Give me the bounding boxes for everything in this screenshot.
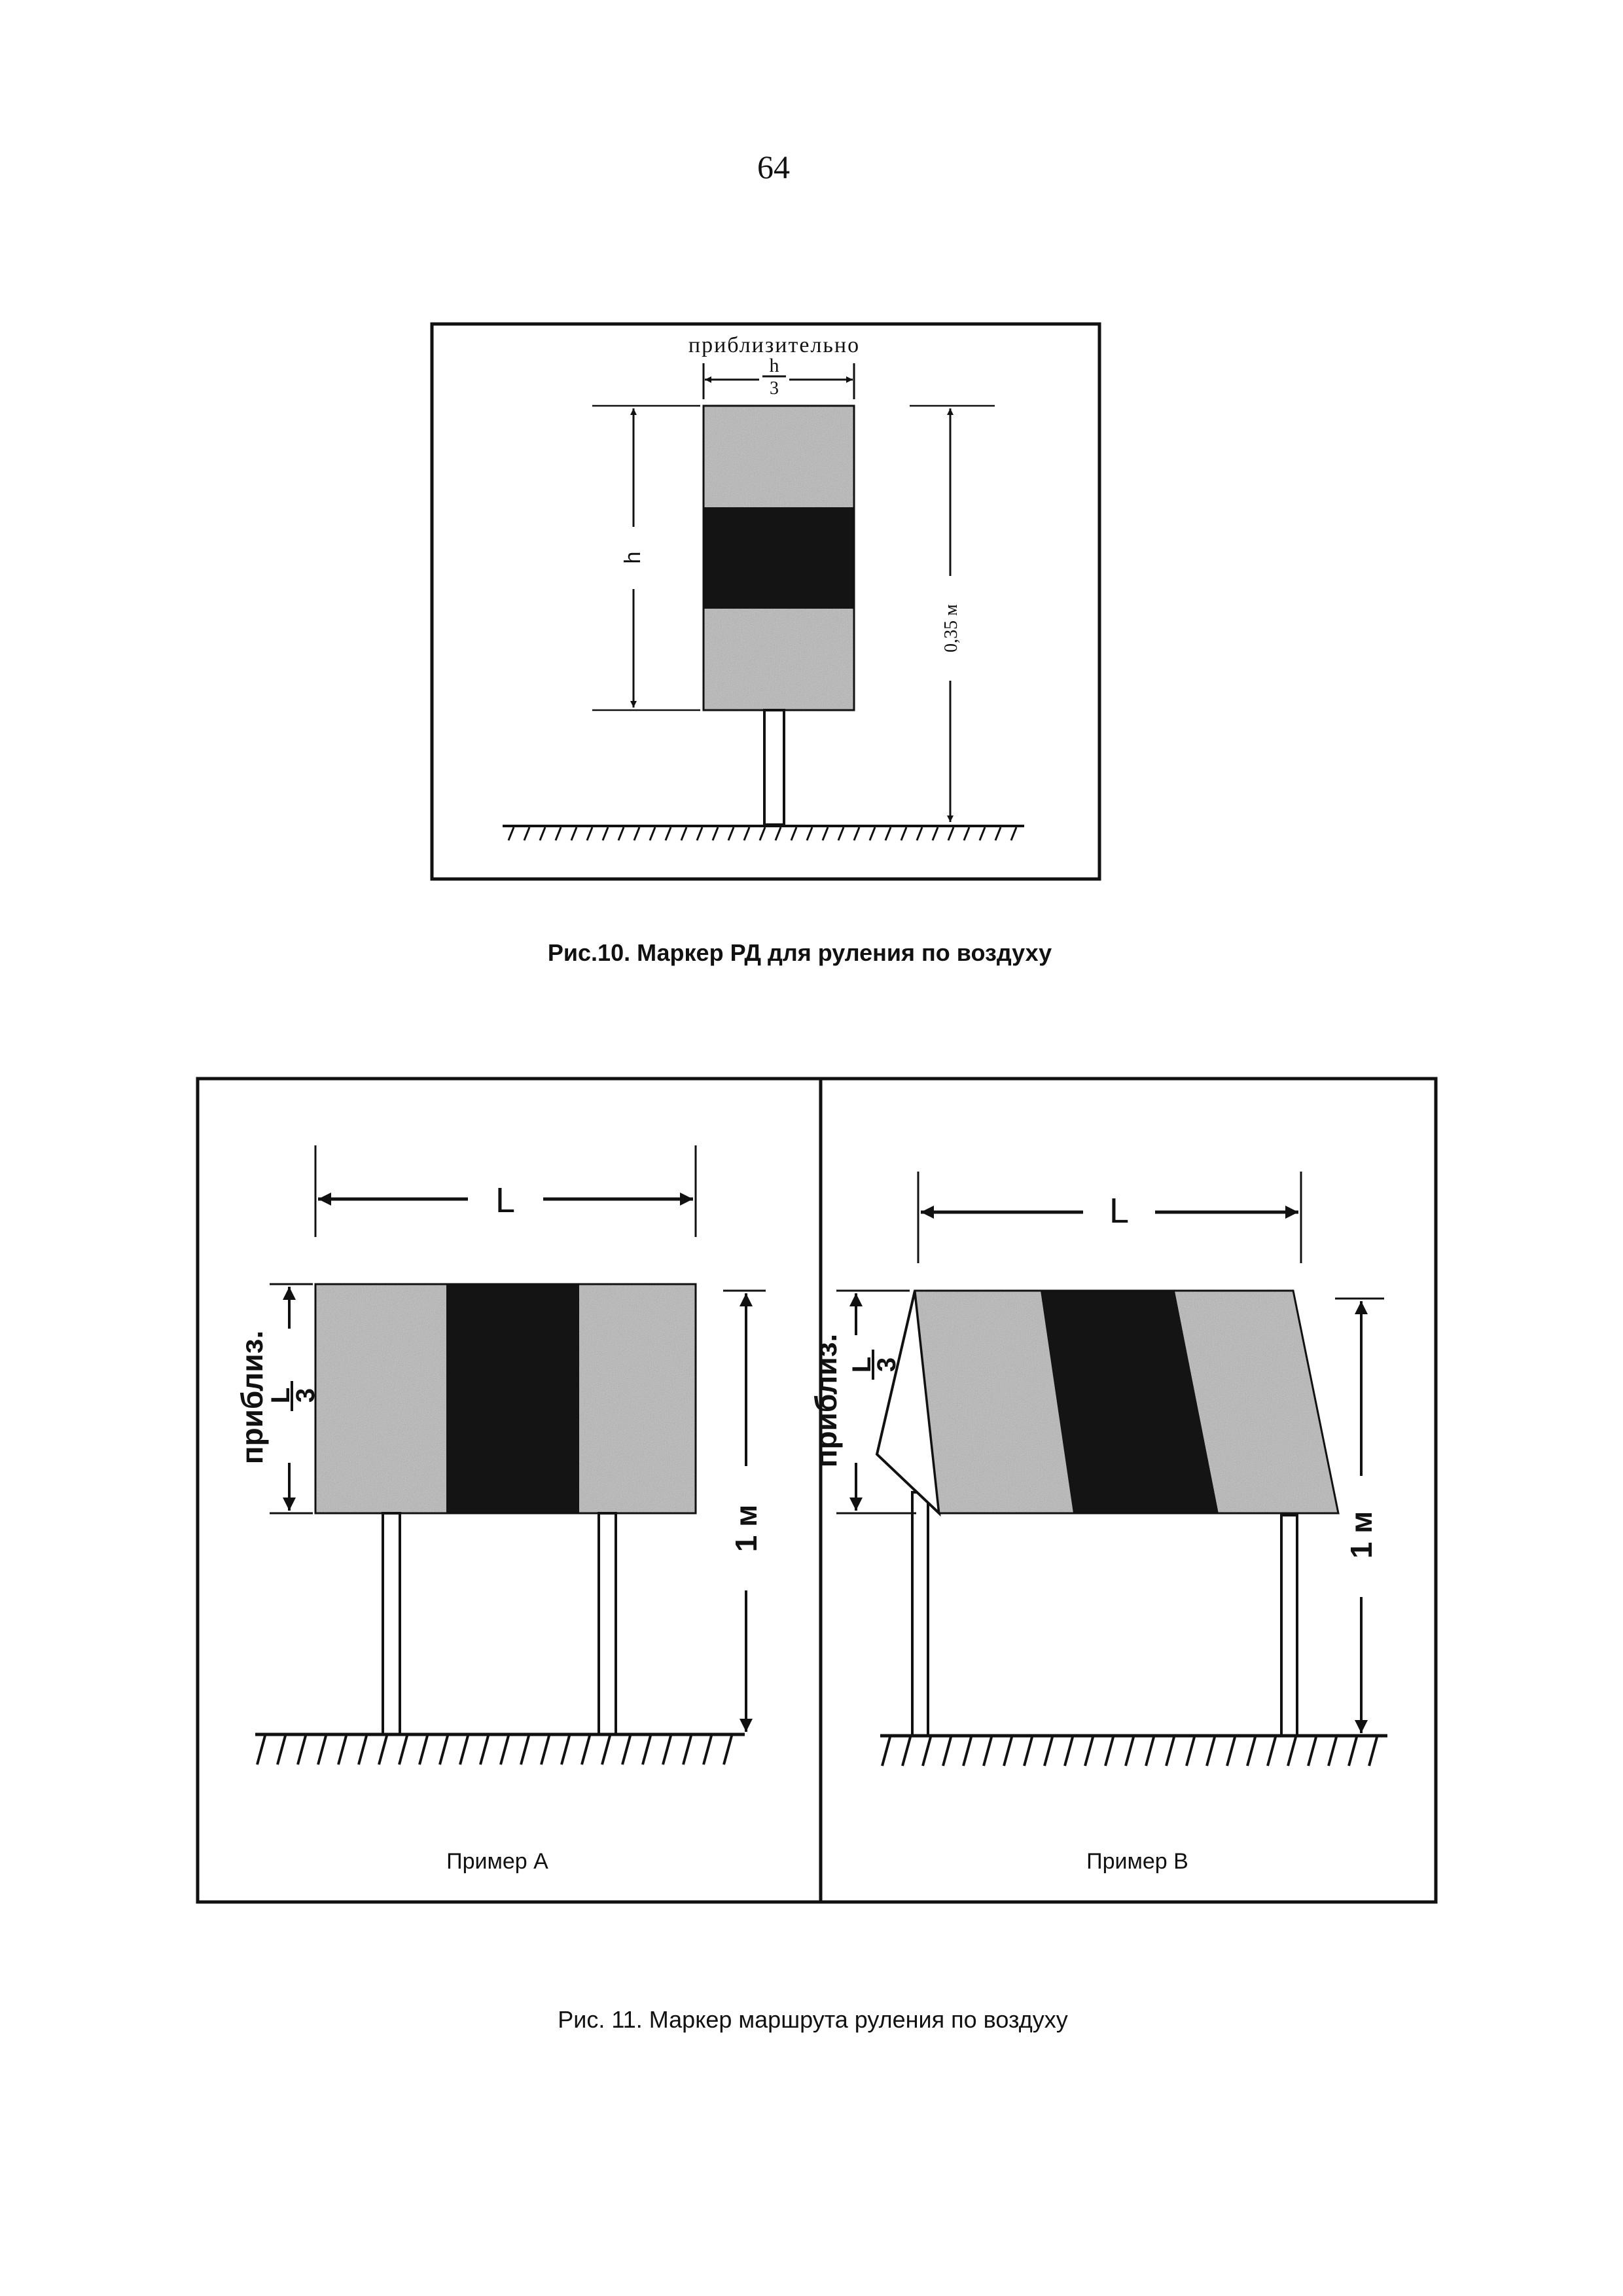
exb-fraction-numerator: L — [847, 1357, 876, 1372]
exa-fraction-denominator: 3 — [291, 1388, 320, 1403]
figure-10: приблизительно h 3 h 0,35 м — [430, 322, 1101, 881]
fig10-post — [763, 709, 785, 826]
exb-right-band — [1175, 1291, 1338, 1513]
fig10-marker-board — [702, 404, 855, 711]
fig10-fraction-numerator: h — [770, 355, 779, 376]
exa-ground-hatch — [256, 1735, 733, 1765]
fig10-total-height-label: 0,35 м — [941, 604, 961, 653]
exb-post-right — [1280, 1514, 1298, 1737]
figure-11-frame — [196, 1077, 1438, 1904]
fig10-fraction-denominator: 3 — [770, 378, 779, 399]
figure-11: L приблиз. L 3 1 м — [196, 1077, 1438, 1904]
figure-10-frame — [430, 322, 1101, 881]
example-a: L приблиз. L 3 1 м — [235, 1145, 766, 1874]
exa-height-label: 1 м — [729, 1505, 763, 1552]
figure-10-caption: Рис.10. Маркер РД для руления по воздуху — [548, 939, 1052, 966]
exa-right-band — [579, 1284, 696, 1513]
exa-board-outline — [314, 1283, 697, 1515]
exb-board-outline — [914, 1289, 1340, 1515]
figure-11-caption: Рис. 11. Маркер маршрута руления по возд… — [558, 2006, 1067, 2033]
exa-approx-label: приблиз. — [235, 1331, 269, 1465]
fig10-top-band — [704, 406, 854, 507]
exb-length-label: L — [1109, 1191, 1129, 1230]
exa-post-right — [597, 1512, 617, 1736]
page-number: 64 — [757, 149, 790, 185]
exa-middle-band — [446, 1284, 579, 1513]
exa-label: Пример А — [446, 1849, 548, 1874]
fig10-approx-label: приблизительно — [688, 333, 860, 357]
exb-left-band — [915, 1291, 1073, 1513]
exa-fraction-numerator: L — [266, 1388, 295, 1403]
exa-length-label: L — [495, 1181, 515, 1220]
exa-left-band — [315, 1284, 446, 1513]
exb-ground-hatch — [881, 1736, 1378, 1767]
exa-post-left — [382, 1512, 401, 1736]
exb-approx-label: приблиз. — [809, 1334, 843, 1468]
exb-label: Пример В — [1086, 1849, 1188, 1874]
exb-middle-band — [1041, 1291, 1219, 1513]
exb-post-left — [911, 1491, 929, 1737]
exb-fraction-denominator: 3 — [872, 1357, 901, 1372]
fig10-ground-hatch — [507, 827, 1018, 841]
exb-height-label: 1 м — [1344, 1511, 1378, 1558]
fig10-h-label: h — [620, 552, 645, 564]
fig10-bottom-band — [704, 609, 854, 710]
fig10-middle-band — [704, 507, 854, 609]
example-b: L приблиз. L 3 1 м — [809, 1172, 1387, 1874]
